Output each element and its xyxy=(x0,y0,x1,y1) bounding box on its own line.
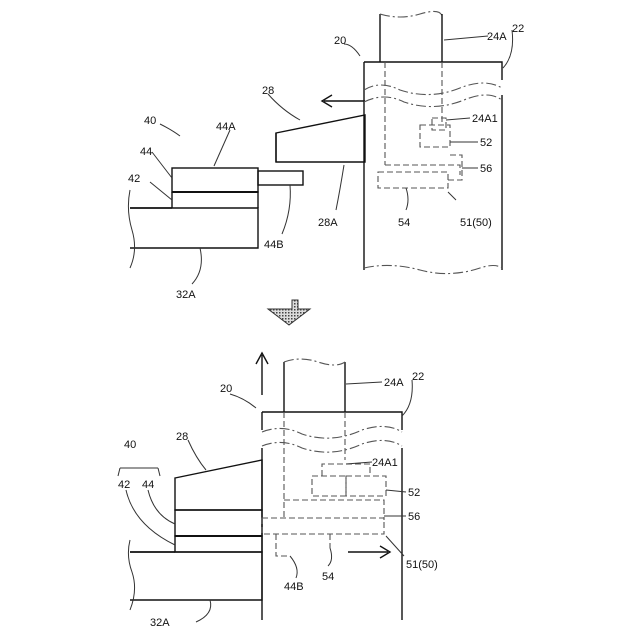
bottom-label-51: 51(50) xyxy=(406,559,438,571)
top-layer-42 xyxy=(130,192,258,208)
top-label-28: 28 xyxy=(262,85,274,97)
bottom-leader-24a xyxy=(346,382,382,384)
top-label-20: 20 xyxy=(334,35,346,47)
top-block-32a xyxy=(128,190,258,268)
bottom-part-28 xyxy=(175,460,262,510)
bottom-label-54: 54 xyxy=(322,571,334,583)
bottom-label-52: 52 xyxy=(408,487,420,499)
bottom-leader-44b xyxy=(290,556,297,578)
top-label-32a: 32A xyxy=(176,289,196,301)
bottom-block-32a xyxy=(128,540,262,610)
top-leader-20 xyxy=(344,44,360,56)
bottom-label-32a: 32A xyxy=(150,617,170,629)
bottom-layers-42-44 xyxy=(130,510,262,552)
bottom-internal-hidden xyxy=(262,464,386,556)
bottom-leader-44 xyxy=(148,490,175,524)
bottom-leader-28 xyxy=(188,440,206,470)
bottom-label-40: 40 xyxy=(124,439,136,451)
top-leader-24a1 xyxy=(446,118,470,120)
bottom-label-42: 42 xyxy=(118,479,130,491)
top-internal-hidden xyxy=(378,118,462,188)
top-figure: 20 24A 22 28 40 44A 44 42 24A1 52 56 54 … xyxy=(128,11,524,301)
bottom-leader-32a xyxy=(196,600,211,622)
transition-arrow-down xyxy=(268,300,310,325)
bottom-label-56: 56 xyxy=(408,511,420,523)
top-leader-44a xyxy=(214,130,230,166)
top-leader-40 xyxy=(160,124,180,136)
bottom-leader-52 xyxy=(386,490,406,492)
top-label-51: 51(50) xyxy=(460,217,492,229)
top-label-44b: 44B xyxy=(264,239,284,251)
bottom-label-44b: 44B xyxy=(284,581,304,593)
top-label-42: 42 xyxy=(128,173,140,185)
top-label-52: 52 xyxy=(480,137,492,149)
bottom-label-24a: 24A xyxy=(384,377,404,389)
top-label-54: 54 xyxy=(398,217,410,229)
bottom-figure: 20 24A 22 40 28 42 44 24A1 52 56 54 44B … xyxy=(118,353,438,629)
top-label-44a: 44A xyxy=(216,121,236,133)
bottom-motion-arrow-up xyxy=(256,353,268,395)
top-leader-42 xyxy=(150,182,172,200)
bottom-leader-20 xyxy=(230,394,256,408)
top-leader-28 xyxy=(268,94,300,120)
top-label-24a: 24A xyxy=(487,31,507,43)
top-label-24a1: 24A1 xyxy=(472,113,498,125)
top-leader-44 xyxy=(152,152,172,178)
top-label-56: 56 xyxy=(480,163,492,175)
top-protrusion-44b xyxy=(258,171,303,185)
bottom-leader-40 xyxy=(118,468,160,476)
bottom-leader-54 xyxy=(328,548,332,566)
bottom-label-22: 22 xyxy=(412,371,424,383)
top-part-28 xyxy=(276,115,365,162)
top-leader-28a xyxy=(336,165,344,210)
bottom-label-28: 28 xyxy=(176,431,188,443)
top-leader-54 xyxy=(406,188,408,210)
bottom-label-24a1: 24A1 xyxy=(372,457,398,469)
top-leader-44b xyxy=(282,185,290,234)
top-motion-arrow-left xyxy=(322,95,365,107)
top-label-44: 44 xyxy=(140,146,152,158)
top-label-28a: 28A xyxy=(318,217,338,229)
top-label-22: 22 xyxy=(512,23,524,35)
top-layer-44 xyxy=(172,168,258,208)
bottom-label-20: 20 xyxy=(220,383,232,395)
top-leader-32a xyxy=(192,248,201,284)
top-leader-24a xyxy=(444,36,488,40)
bottom-label-44: 44 xyxy=(142,479,154,491)
top-leader-51 xyxy=(448,192,456,200)
bottom-motion-arrow-right xyxy=(348,546,390,558)
top-label-40: 40 xyxy=(144,115,156,127)
